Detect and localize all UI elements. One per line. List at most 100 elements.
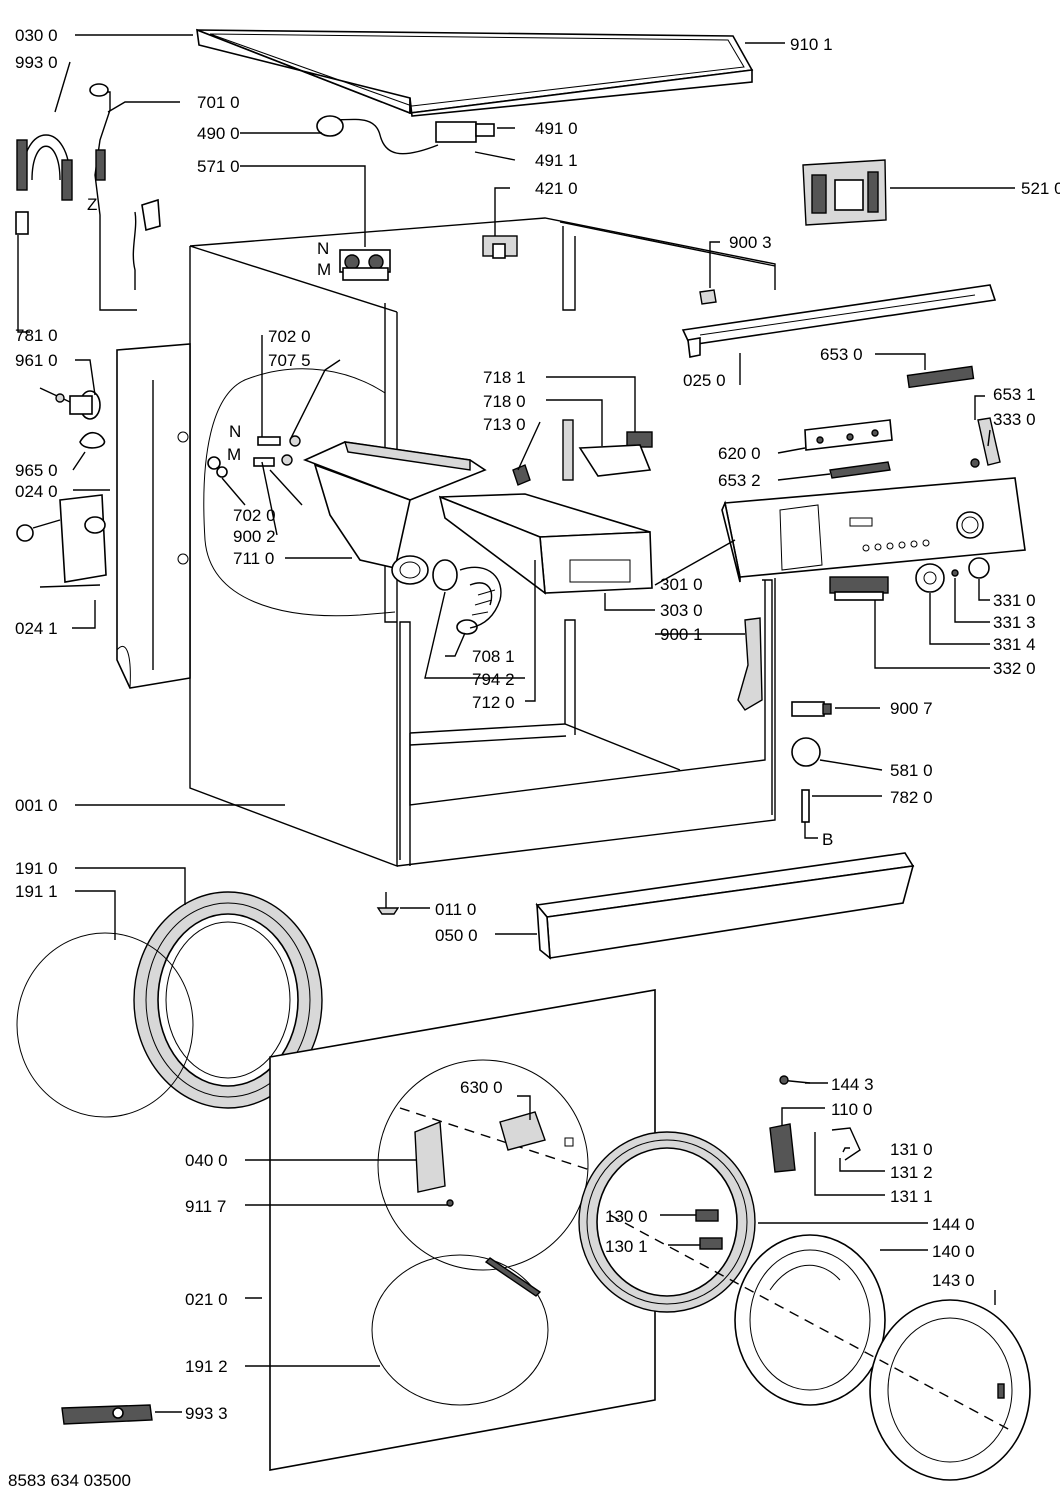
label-191-1: 191 1 xyxy=(15,882,58,901)
door-outer-ring xyxy=(869,1299,1031,1481)
label-025-0: 025 0 xyxy=(683,371,726,390)
door-gasket xyxy=(133,891,323,1109)
label-581-0: 581 0 xyxy=(890,761,933,780)
label-191-2: 191 2 xyxy=(185,1357,228,1376)
label-491-1: 491 1 xyxy=(535,151,578,170)
programme-knob-center xyxy=(923,571,937,585)
gasket-wire-191-2 xyxy=(371,1254,549,1406)
label-331-3: 331 3 xyxy=(993,613,1036,632)
marker-m-filter: M xyxy=(227,445,241,464)
door-axis-line xyxy=(609,1214,1011,1431)
leader-lines xyxy=(17,34,1015,1413)
control-pcb xyxy=(804,419,893,451)
gasket-clamp-191-1 xyxy=(16,932,194,1118)
label-713-0: 713 0 xyxy=(483,415,526,434)
door-handle xyxy=(769,1123,796,1173)
label-331-4: 331 4 xyxy=(993,635,1036,654)
filter-024-0 xyxy=(16,494,107,588)
control-panel xyxy=(721,477,1026,583)
marker-n-filter: N xyxy=(229,422,241,441)
label-911-7: 911 7 xyxy=(185,1197,226,1216)
label-140-0: 140 0 xyxy=(932,1242,975,1261)
label-144-3: 144 3 xyxy=(831,1075,874,1094)
label-131-1: 131 1 xyxy=(890,1187,933,1206)
label-718-1: 718 1 xyxy=(483,368,526,387)
plinth-panel xyxy=(535,852,915,960)
label-144-0: 144 0 xyxy=(932,1215,975,1234)
connection-markers: N M N M Z B xyxy=(87,195,833,849)
pump-screw-961-0 xyxy=(39,387,101,420)
label-653-0: 653 0 xyxy=(820,345,863,364)
part-labels: 030 0 993 0 701 0 490 0 571 0 910 1 491 … xyxy=(15,26,1060,1423)
label-130-0: 130 0 xyxy=(605,1207,648,1226)
switch-bracket xyxy=(906,365,975,389)
document-code: 8583 634 03500 xyxy=(8,1471,131,1490)
label-707-5: 707 5 xyxy=(268,351,311,370)
label-050-0: 050 0 xyxy=(435,926,478,945)
label-781-0: 781 0 xyxy=(15,326,58,345)
label-794-2: 794 2 xyxy=(472,670,515,689)
inlet-hoses xyxy=(15,83,161,311)
label-040-0: 040 0 xyxy=(185,1151,228,1170)
pressure-tube xyxy=(801,789,810,823)
label-900-2: 900 2 xyxy=(233,527,276,546)
seal-965-0 xyxy=(79,431,106,449)
label-910-1: 910 1 xyxy=(790,35,833,54)
label-131-0: 131 0 xyxy=(890,1140,933,1159)
label-571-0: 571 0 xyxy=(197,157,240,176)
inlet-valve xyxy=(339,249,391,281)
label-630-0: 630 0 xyxy=(460,1078,503,1097)
marker-z: Z xyxy=(87,195,97,214)
label-024-0: 024 0 xyxy=(15,482,58,501)
label-900-1: 900 1 xyxy=(660,625,703,644)
pressure-switch xyxy=(791,737,821,767)
connector-900-7-pin xyxy=(822,703,832,715)
top-lid xyxy=(196,28,754,117)
label-110-0: 110 0 xyxy=(831,1100,872,1119)
label-702-0-top: 702 0 xyxy=(268,327,311,346)
label-490-0: 490 0 xyxy=(197,124,240,143)
label-303-0: 303 0 xyxy=(660,601,703,620)
label-782-0: 782 0 xyxy=(890,788,933,807)
label-993-3: 993 3 xyxy=(185,1404,228,1423)
label-900-3: 900 3 xyxy=(729,233,772,252)
label-001-0: 001 0 xyxy=(15,796,58,815)
detergent-dispenser-housing xyxy=(302,441,487,585)
label-011-0: 011 0 xyxy=(435,900,476,919)
dispenser-spring xyxy=(512,464,531,486)
label-708-1: 708 1 xyxy=(472,647,515,666)
label-620-0: 620 0 xyxy=(718,444,761,463)
marker-n-valve: N xyxy=(317,239,329,258)
label-421-0: 421 0 xyxy=(535,179,578,198)
label-701-0: 701 0 xyxy=(197,93,240,112)
push-buttons xyxy=(829,576,889,601)
marker-m-valve: M xyxy=(317,260,331,279)
label-191-0: 191 0 xyxy=(15,859,58,878)
front-panel xyxy=(269,989,656,1471)
door-glass xyxy=(734,1234,886,1406)
control-crossbar xyxy=(681,284,997,358)
label-993-0: 993 0 xyxy=(15,53,58,72)
latch-900-1 xyxy=(737,617,763,711)
hinge-pin-130-0 xyxy=(695,1209,719,1222)
label-143-0: 143 0 xyxy=(932,1271,975,1290)
power-cord-and-filter xyxy=(316,115,495,155)
label-702-0-bottom: 702 0 xyxy=(233,506,276,525)
label-965-0: 965 0 xyxy=(15,461,58,480)
dispenser-hose xyxy=(432,559,502,635)
label-900-7: 900 7 xyxy=(890,699,933,718)
electronic-module xyxy=(802,159,887,226)
label-024-1: 024 1 xyxy=(15,619,58,638)
dispenser-siphon xyxy=(562,419,574,481)
label-961-0: 961 0 xyxy=(15,351,58,370)
dispenser-drawer-insert xyxy=(578,444,652,477)
label-653-1: 653 1 xyxy=(993,385,1036,404)
interference-suppressor xyxy=(482,235,518,259)
screw-911-7 xyxy=(446,1199,454,1207)
programme-knob xyxy=(915,563,945,593)
door-hinge xyxy=(414,1120,446,1193)
label-333-0: 333 0 xyxy=(993,410,1036,429)
label-030-0: 030 0 xyxy=(15,26,58,45)
filter-bolts xyxy=(207,435,301,478)
